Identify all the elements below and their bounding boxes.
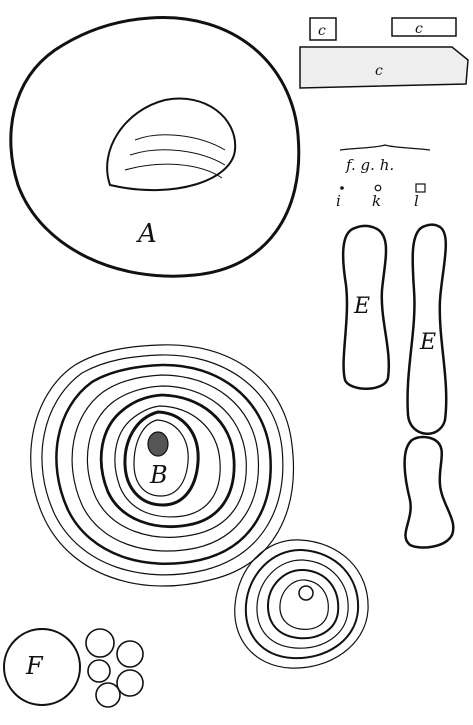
granules-fgh: f. g. h. i k l [336, 145, 430, 210]
label-e-left: E [353, 294, 370, 319]
label-f: F [25, 652, 44, 680]
grain-b: B [31, 345, 294, 586]
grain-group-f: F [4, 629, 143, 707]
label-e-right: E [419, 330, 436, 355]
label-i: i [336, 192, 341, 210]
label-fgh: f. g. h. [345, 156, 394, 174]
label-c-small: c [318, 23, 326, 39]
label-b: B [149, 461, 168, 489]
grain-small-concentric [235, 540, 368, 668]
label-k: k [372, 192, 381, 210]
label-c-large: c [375, 63, 383, 79]
label-c-medium: c [415, 21, 423, 37]
cells-e: E E [343, 225, 453, 548]
label-l: l [414, 192, 419, 210]
fragments-c: c c c [300, 18, 468, 88]
label-a: A [136, 219, 157, 249]
grain-a: A [11, 18, 299, 277]
